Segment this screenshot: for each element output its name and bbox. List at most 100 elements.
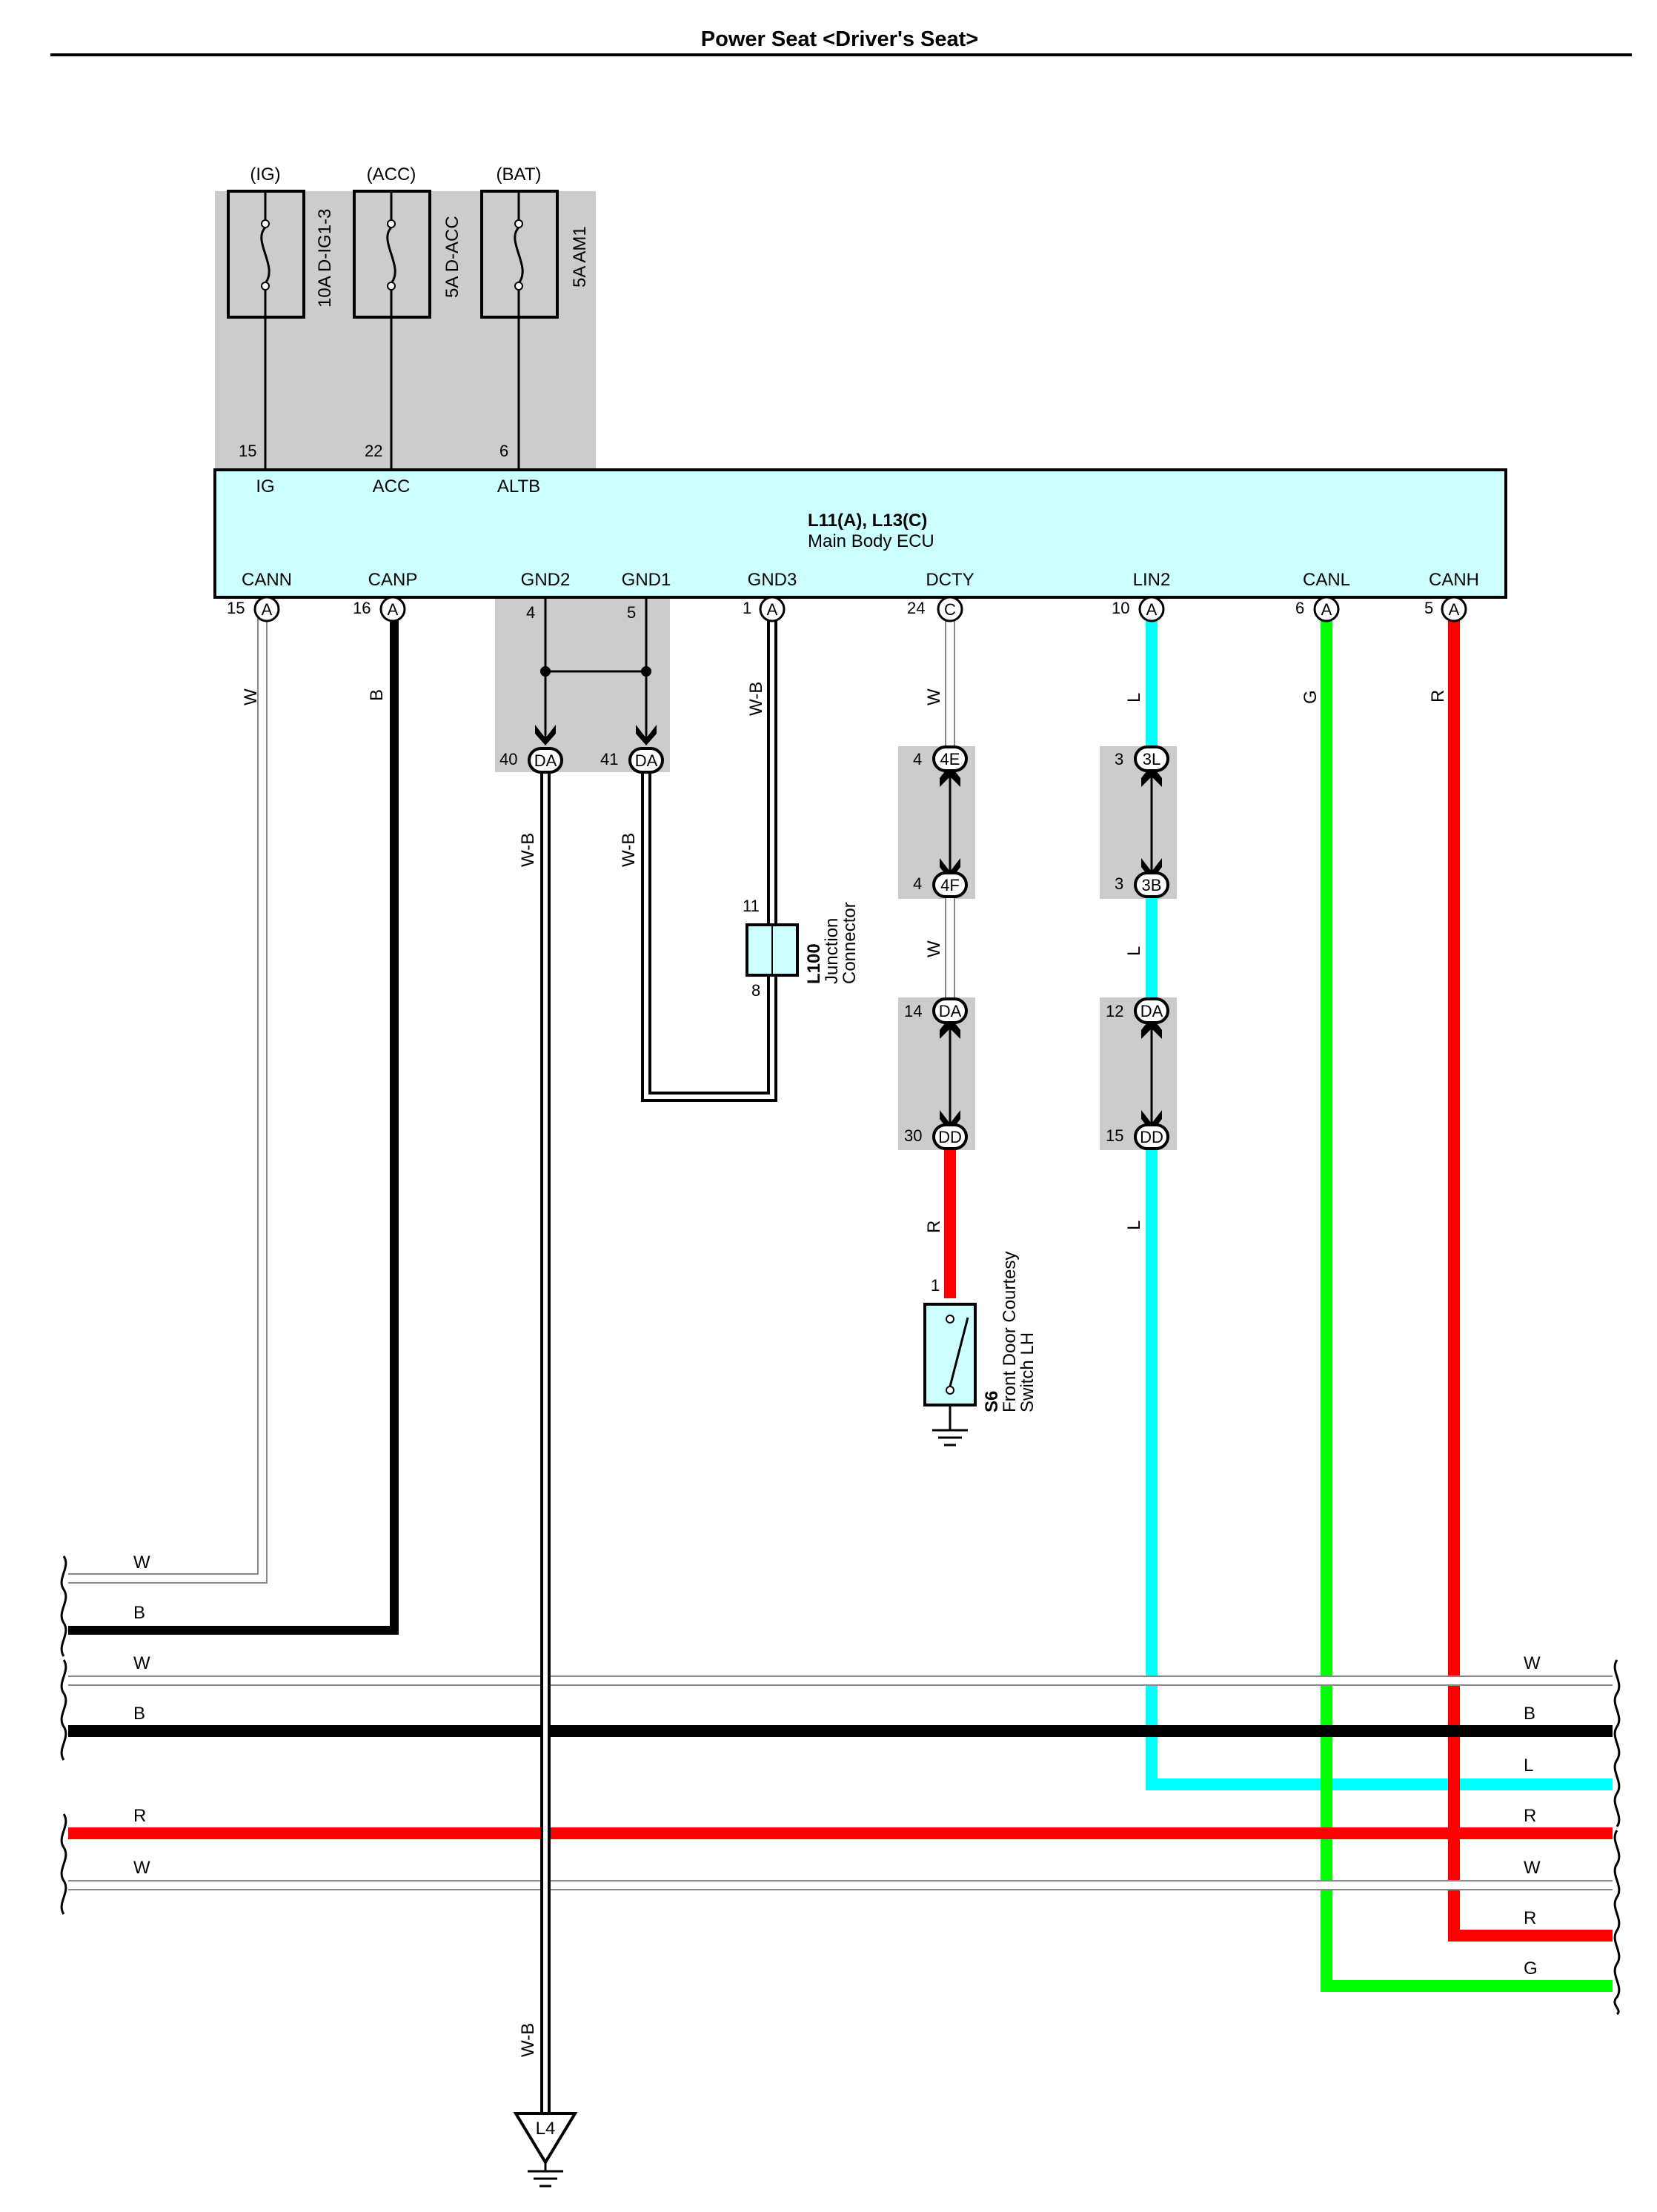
ground-icon bbox=[528, 2170, 563, 2188]
pin-number: 4 bbox=[913, 874, 922, 893]
wire-color-label: R bbox=[924, 1220, 944, 1233]
splice-dot bbox=[641, 666, 651, 677]
connector-code: A bbox=[767, 600, 778, 619]
pin-number: 5 bbox=[627, 603, 636, 622]
ecu-pin-canh: 5 A bbox=[1424, 596, 1467, 622]
ecu-pin-cann: 15 A bbox=[227, 596, 280, 622]
connector-code: C bbox=[944, 600, 956, 619]
ecu-pin-canp: 16 A bbox=[353, 596, 406, 622]
pin-number: 3 bbox=[1115, 750, 1123, 768]
switch-label: Switch LH bbox=[1017, 1332, 1037, 1412]
break-mark-right bbox=[1613, 1659, 1621, 2016]
fuse-ig: (IG) 10A D-IG1-3 bbox=[227, 165, 335, 319]
bus-label-left: R bbox=[133, 1806, 146, 1826]
wire-color-label: R bbox=[1428, 690, 1448, 703]
terminal-label: CANH bbox=[1429, 570, 1479, 590]
wire-lin2 bbox=[1146, 609, 1613, 1790]
pin-number: 15 bbox=[239, 442, 256, 460]
wire-color-label: L bbox=[1124, 946, 1144, 956]
fuse-rating-label: 5A D-ACC bbox=[442, 216, 462, 298]
chevron-down-icon bbox=[636, 725, 657, 745]
terminal-label: GND3 bbox=[748, 570, 797, 590]
dcty-connector-shade-1 bbox=[898, 746, 975, 899]
connector-code: A bbox=[262, 600, 273, 619]
terminal-label: IG bbox=[256, 476, 274, 496]
bus-label-right: G bbox=[1524, 1959, 1538, 1979]
wire-canp bbox=[68, 609, 399, 1635]
splice-dot bbox=[540, 666, 551, 677]
pin-number: 4 bbox=[913, 750, 922, 768]
wire-color-label: W bbox=[241, 688, 261, 705]
connector-code: 3B bbox=[1142, 876, 1162, 894]
pin-number: 16 bbox=[353, 599, 371, 617]
pin-number: 40 bbox=[499, 750, 517, 768]
fuse-block-shade bbox=[215, 191, 596, 470]
connector-da-40: 40 DA bbox=[499, 747, 563, 774]
wire-color-label: B bbox=[367, 689, 387, 701]
terminal-label: CANN bbox=[242, 570, 292, 590]
wire-color-label: W-B bbox=[518, 2023, 538, 2057]
pin-number: 30 bbox=[904, 1126, 922, 1145]
wire-color-label: W bbox=[924, 940, 944, 957]
fuse-source-label: (IG) bbox=[250, 165, 280, 185]
bus-label-right: L bbox=[1524, 1756, 1533, 1776]
connector-code: DA bbox=[534, 751, 557, 770]
terminal-label: GND1 bbox=[622, 570, 671, 590]
ecu-pin-lin2: 10 A bbox=[1112, 596, 1165, 622]
connector-4e: 4 4E bbox=[913, 745, 968, 772]
arrow-up-icon bbox=[940, 1017, 960, 1039]
connector-3l: 3 3L bbox=[1115, 745, 1169, 772]
bus-label-right: B bbox=[1524, 1704, 1535, 1724]
break-mark-left bbox=[60, 1555, 67, 1915]
fuse-icon bbox=[514, 226, 524, 284]
ecu-pin-gnd3: 1 A bbox=[743, 596, 786, 622]
ecu-id: L11(A), L13(C) bbox=[808, 511, 927, 531]
terminal-label: CANL bbox=[1303, 570, 1350, 590]
connector-da-14: 14 DA bbox=[904, 997, 968, 1024]
pin-number: 24 bbox=[907, 599, 925, 617]
bus-label-left: B bbox=[133, 1603, 145, 1623]
wire-canl bbox=[1321, 609, 1613, 1992]
connector-code: DA bbox=[1140, 1002, 1163, 1020]
pin-number: 22 bbox=[365, 442, 382, 460]
bus-label-left: B bbox=[133, 1704, 145, 1724]
wire-color-label: G bbox=[1301, 690, 1321, 704]
connector-da-41: 41 DA bbox=[600, 747, 664, 774]
wire-cann bbox=[68, 609, 268, 1584]
junction-label: Connector bbox=[840, 902, 860, 984]
switch-label: Front Door Courtesy bbox=[1000, 1252, 1020, 1412]
wire-canh bbox=[1448, 609, 1613, 1942]
bus-label-left: W bbox=[133, 1858, 150, 1878]
connector-3b: 3 3B bbox=[1115, 871, 1169, 898]
terminal-label: CANP bbox=[368, 570, 418, 590]
terminal-label: LIN2 bbox=[1133, 570, 1171, 590]
ecu-name: Main Body ECU bbox=[808, 531, 934, 551]
connector-da-12: 12 DA bbox=[1106, 997, 1169, 1024]
bus-label-left: W bbox=[133, 1552, 150, 1572]
connector-code: DA bbox=[635, 751, 658, 770]
arrow-up-icon bbox=[940, 765, 960, 787]
connector-code: A bbox=[388, 600, 399, 619]
pin-number: 15 bbox=[227, 599, 245, 617]
connector-code: DA bbox=[939, 1002, 962, 1020]
pin-number: 14 bbox=[904, 1002, 922, 1020]
connector-code: 3L bbox=[1143, 750, 1160, 768]
chevron-down-icon bbox=[535, 725, 556, 745]
fuse-icon bbox=[386, 226, 396, 284]
connector-code: A bbox=[1449, 600, 1460, 619]
pin-number: 3 bbox=[1115, 874, 1123, 893]
connector-dd-30: 30 DD bbox=[904, 1123, 968, 1150]
fuse-icon bbox=[260, 226, 270, 284]
bus-label-right: R bbox=[1524, 1908, 1536, 1928]
fuse-rating-label: 10A D-IG1-3 bbox=[315, 209, 335, 308]
ground-splice-shade bbox=[495, 596, 670, 772]
terminal-label: ACC bbox=[373, 476, 411, 496]
pin-number: 6 bbox=[1295, 599, 1304, 617]
pin-number: 10 bbox=[1112, 599, 1129, 617]
arrow-up-icon bbox=[1141, 765, 1162, 787]
wire-color-label: W-B bbox=[518, 833, 538, 867]
bus-label-right: W bbox=[1524, 1858, 1541, 1878]
pin-number: 12 bbox=[1106, 1002, 1123, 1020]
lin-connector-shade-1 bbox=[1100, 746, 1177, 899]
